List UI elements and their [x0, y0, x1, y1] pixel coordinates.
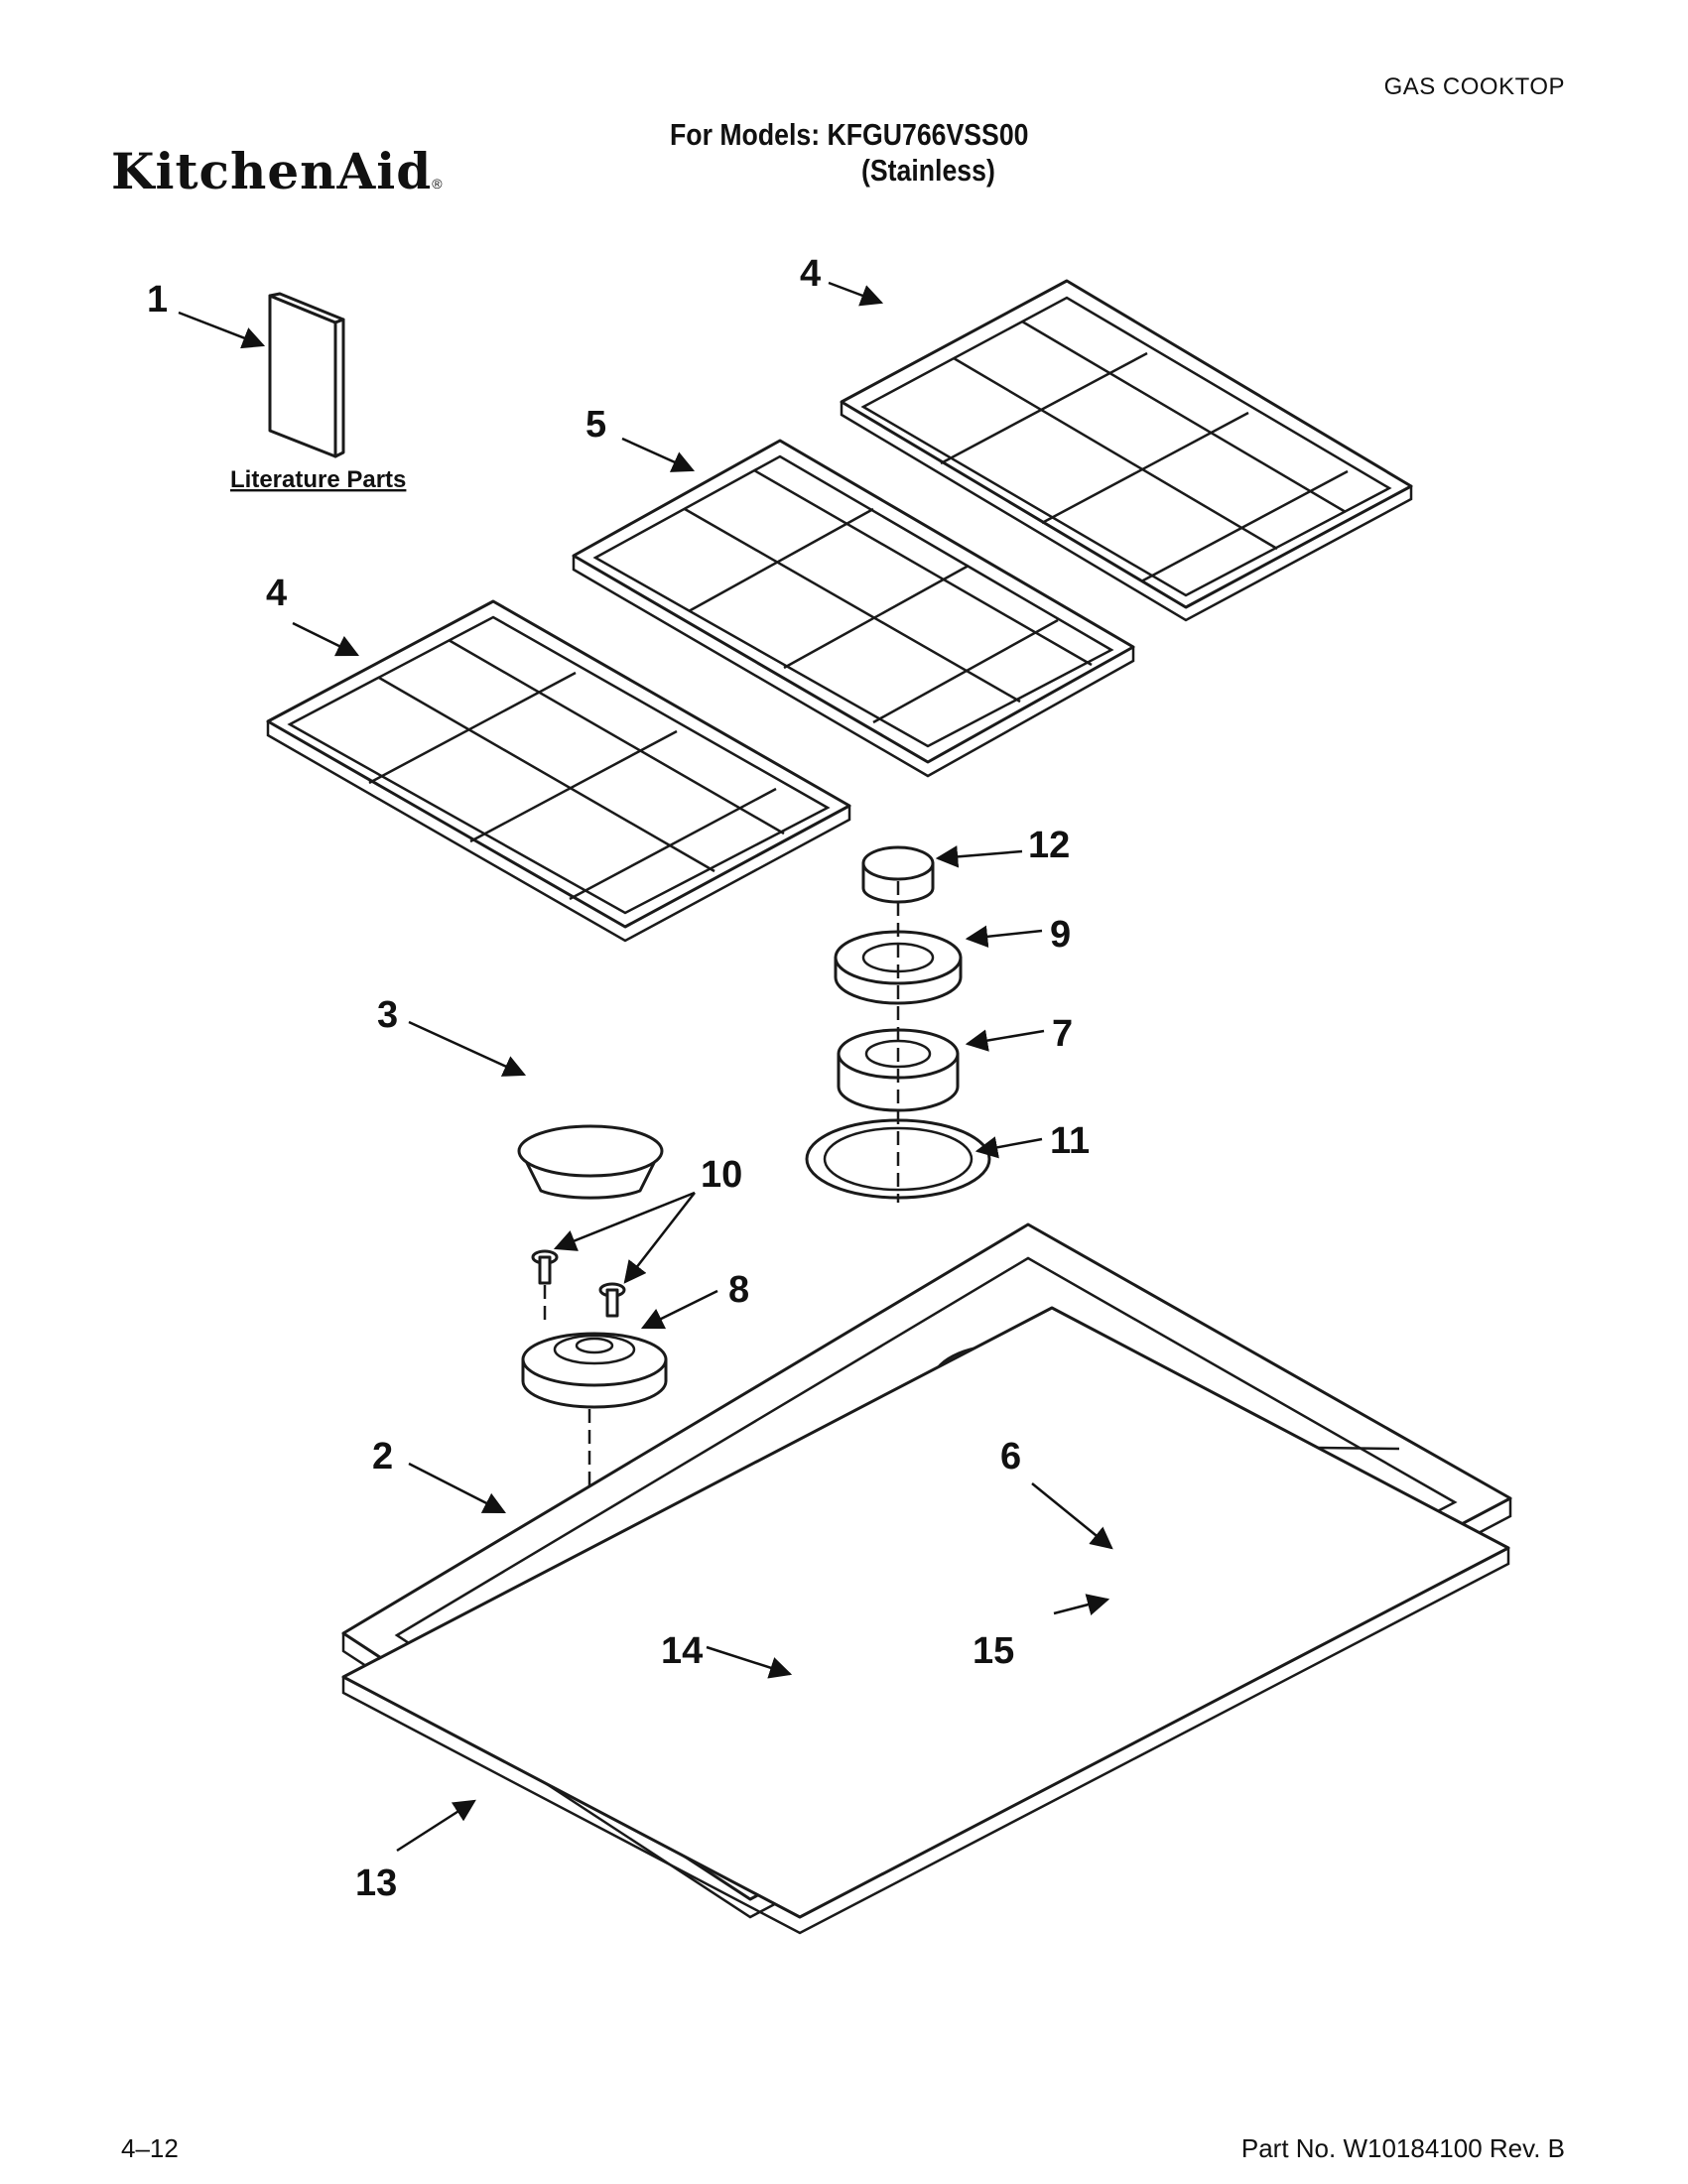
- registered-mark: ®: [432, 176, 444, 192]
- literature-booklet: [268, 292, 345, 458]
- burner-base: [521, 1332, 668, 1409]
- grate-right: [840, 279, 1413, 622]
- cooktop-gasket: [341, 1306, 1510, 1935]
- callout-8: 8: [728, 1269, 749, 1311]
- callout-10: 10: [701, 1154, 742, 1196]
- callout-6: 6: [1000, 1436, 1021, 1477]
- callout-leaders: [178, 281, 1113, 1853]
- callout-1: 1: [147, 279, 168, 321]
- callout-4-left: 4: [266, 573, 287, 614]
- grate-left: [266, 599, 851, 943]
- callout-11: 11: [1050, 1120, 1090, 1162]
- screw-left: [531, 1249, 559, 1285]
- variant-line: (Stainless): [861, 153, 995, 188]
- callout-4-right: 4: [800, 253, 821, 295]
- burner-cap-small: [861, 845, 935, 904]
- callout-7: 7: [1052, 1013, 1073, 1055]
- brand-logo: KitchenAid®: [111, 142, 444, 200]
- grate-center: [572, 439, 1135, 778]
- burner-cap-large: [517, 1124, 664, 1200]
- section-title: GAS COOKTOP: [1383, 73, 1565, 100]
- callout-13: 13: [355, 1863, 397, 1904]
- brand-name: KitchenAid: [111, 142, 433, 200]
- callout-2: 2: [372, 1436, 393, 1477]
- callout-15: 15: [973, 1630, 1014, 1672]
- callout-5: 5: [585, 404, 606, 446]
- callout-12: 12: [1028, 825, 1070, 866]
- callout-3: 3: [377, 994, 398, 1036]
- callout-9: 9: [1050, 914, 1071, 956]
- screw-right: [598, 1282, 626, 1318]
- page-number: 4–12: [121, 2133, 179, 2163]
- part-number: Part No. W10184100 Rev. B: [1240, 2133, 1565, 2163]
- callout-14: 14: [661, 1630, 703, 1672]
- literature-parts-label: Literature Parts: [230, 466, 406, 493]
- models-line: For Models: KFGU766VSS00: [670, 117, 1029, 152]
